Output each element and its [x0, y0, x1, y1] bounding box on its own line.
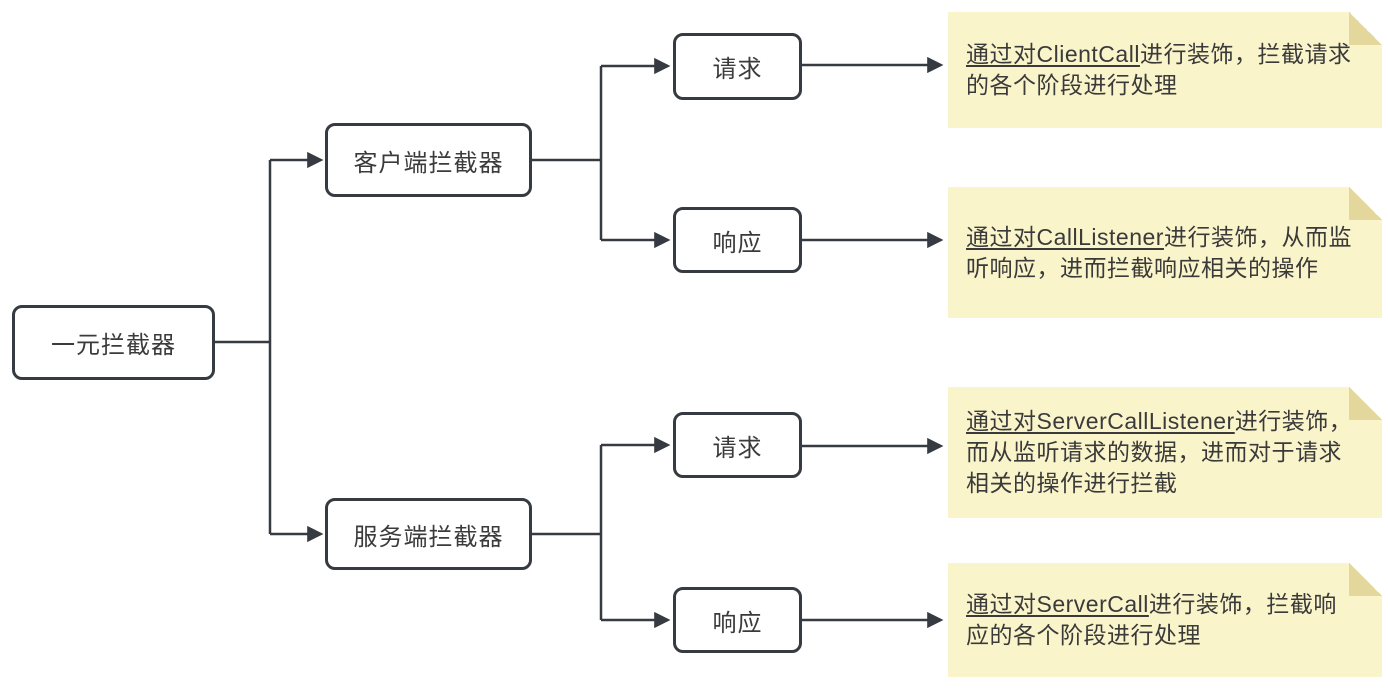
folded-corner-icon [1349, 187, 1382, 220]
node-server-request-label: 请求 [712, 434, 763, 462]
node-unary-interceptor-label: 一元拦截器 [51, 332, 176, 359]
note-calllistener: 通过对CallListener进行装饰，从而监听响应，进而拦截响应相关的操作 [948, 187, 1382, 318]
note-clientcall-text: 通过对ClientCall进行装饰，拦截请求的各个阶段进行处理 [948, 35, 1382, 105]
node-client-interceptor-label: 客户端拦截器 [353, 149, 504, 177]
note-clientcall-rest: 进行装饰，拦截请求的各个阶段进行处理 [966, 41, 1352, 98]
node-server-request: 请求 [673, 412, 802, 478]
note-clientcall-lead: 通过对ClientCall [966, 41, 1140, 67]
node-client-response-label: 响应 [712, 229, 763, 257]
note-servercall-text: 通过对ServerCall进行装饰，拦截响应的各个阶段进行处理 [948, 585, 1382, 655]
note-servercall-rest: 进行装饰，拦截响应的各个阶段进行处理 [966, 591, 1337, 648]
node-client-request: 请求 [673, 33, 802, 100]
note-calllistener-lead: 通过对CallListener [966, 223, 1164, 250]
folded-corner-icon [1349, 563, 1382, 596]
node-server-interceptor: 服务端拦截器 [325, 498, 532, 570]
node-server-interceptor-label: 服务端拦截器 [353, 523, 504, 551]
folded-corner-icon [1349, 12, 1382, 45]
node-server-response: 响应 [673, 587, 802, 653]
note-calllistener-rest: 进行装饰，从而监听响应，进而拦截响应相关的操作 [966, 223, 1352, 281]
note-servercall: 通过对ServerCall进行装饰，拦截响应的各个阶段进行处理 [948, 563, 1382, 677]
node-unary-interceptor: 一元拦截器 [12, 305, 215, 380]
note-servercalllistener-lead: 通过对ServerCallListener [966, 408, 1235, 434]
note-servercalllistener: 通过对ServerCallListener进行装饰，而从监听请求的数据，进而对于… [948, 387, 1382, 518]
note-servercall-lead: 通过对ServerCall [966, 591, 1149, 617]
note-calllistener-text: 通过对CallListener进行装饰，从而监听响应，进而拦截响应相关的操作 [948, 218, 1382, 288]
node-client-interceptor: 客户端拦截器 [325, 123, 532, 197]
note-servercalllistener-rest: 进行装饰，而从监听请求的数据，进而对于请求相关的操作进行拦截 [966, 408, 1353, 496]
node-server-response-label: 响应 [712, 609, 763, 637]
note-clientcall: 通过对ClientCall进行装饰，拦截请求的各个阶段进行处理 [948, 12, 1382, 128]
node-client-response: 响应 [673, 207, 802, 273]
note-servercalllistener-text: 通过对ServerCallListener进行装饰，而从监听请求的数据，进而对于… [948, 402, 1382, 503]
folded-corner-icon [1349, 387, 1382, 420]
node-client-request-label: 请求 [712, 56, 763, 83]
